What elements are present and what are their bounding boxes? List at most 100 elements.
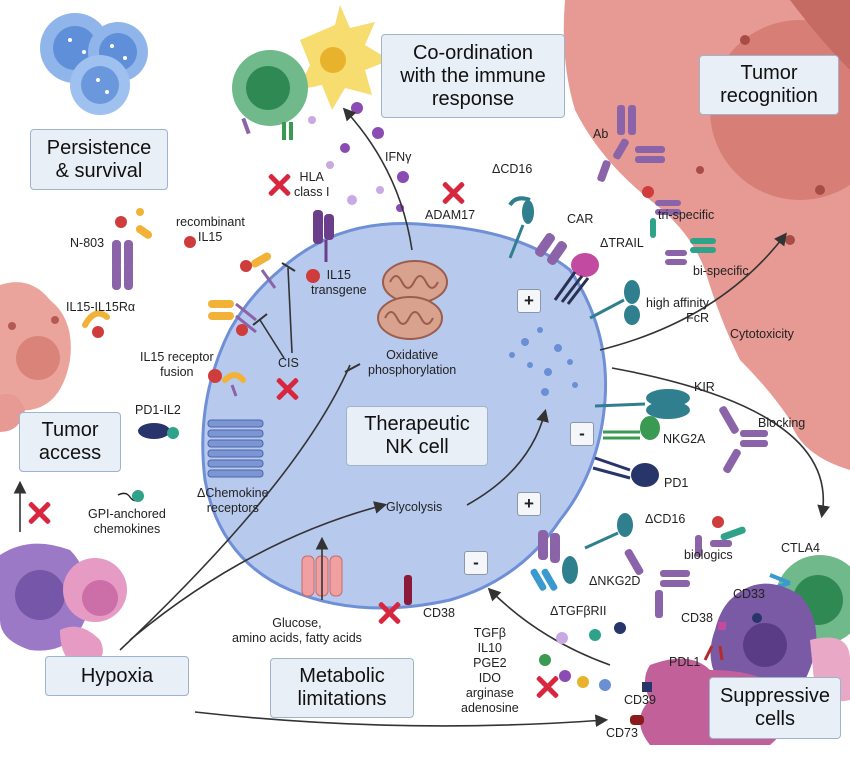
cytokine-constructs-left xyxy=(82,208,246,502)
label-cd38-cell: CD38 xyxy=(423,606,455,620)
label-pdl1: PDL1 xyxy=(669,655,701,669)
label-dtgfbrii: ΔTGFβRII xyxy=(550,604,607,618)
box-coordination-line2: with the immune xyxy=(400,64,546,87)
box-coordination: Co-ordination with the immune response xyxy=(381,34,565,118)
label-cd39: CD39 xyxy=(624,693,656,707)
label-kir: KIR xyxy=(694,380,715,394)
label-factor-il10: IL10 xyxy=(477,641,503,655)
label-il15-receptor-fusion: IL15 receptor fusion xyxy=(140,350,214,380)
label-cd73: CD73 xyxy=(606,726,638,740)
box-tumor-recognition-line1: Tumor xyxy=(740,62,798,84)
minus-sign-mid: - xyxy=(570,422,594,446)
cytotoxic-granules xyxy=(509,327,578,396)
box-persistence-line2: & survival xyxy=(55,159,143,182)
label-hla-line2: class I xyxy=(294,185,330,199)
receptors-right xyxy=(530,389,768,618)
label-il15t-line2: transgene xyxy=(311,283,367,297)
label-chemokine-line1: ΔChemokine xyxy=(197,486,269,500)
label-pd1-il2: PD1-IL2 xyxy=(135,403,181,417)
label-high-affinity-fcr: high affinity FcR xyxy=(646,296,709,326)
label-fcr-line2: FcR xyxy=(686,311,710,325)
mitochondria xyxy=(377,260,448,340)
label-glycolysis: Glycolysis xyxy=(386,500,443,514)
label-dtrail: ΔTRAIL xyxy=(600,236,644,250)
cd38-marker xyxy=(404,575,412,605)
label-dnkg2d: ΔNKG2D xyxy=(589,574,641,588)
label-dcd16-top: ΔCD16 xyxy=(492,162,533,176)
label-pd1: PD1 xyxy=(664,476,689,490)
chemokine-receptor xyxy=(207,419,264,478)
label-factor-arginase: arginase xyxy=(465,686,514,700)
plus-sign-top: + xyxy=(517,289,541,313)
x-mark-tumor-access xyxy=(26,500,52,526)
box-therapeutic-nk: Therapeutic NK cell xyxy=(346,406,488,466)
label-cd33: CD33 xyxy=(733,587,765,601)
x-mark-suppressive xyxy=(534,674,560,700)
label-biologics: biologics xyxy=(684,548,733,562)
arrows xyxy=(13,107,830,728)
box-therapeutic-line2: NK cell xyxy=(385,436,449,458)
immune-cells-top xyxy=(232,5,390,140)
label-blocking: Blocking xyxy=(758,416,806,430)
label-glucose-line1: Glucose, xyxy=(272,616,322,630)
box-suppressive: Suppressive cells xyxy=(709,677,841,739)
label-recombinant-line1: recombinant xyxy=(176,215,245,229)
label-tri-specific: tri-specific xyxy=(658,208,715,222)
label-n803: N-803 xyxy=(70,236,105,250)
x-mark-adam17 xyxy=(440,180,466,206)
label-suppressive-factors: TGFβ IL10 PGE2 IDO arginase adenosine xyxy=(461,626,519,716)
plus-sign-bottom: + xyxy=(517,492,541,516)
box-hypoxia: Hypoxia xyxy=(45,656,189,696)
tumor-cells-left xyxy=(0,282,71,432)
tumor-access-cells xyxy=(0,543,127,668)
box-metabolic-line1: Metabolic xyxy=(299,665,385,687)
label-gpi-chemokines: GPI-anchored chemokines xyxy=(88,507,166,537)
label-factor-pge2: PGE2 xyxy=(473,656,507,670)
il15-receptor-fusions xyxy=(208,252,277,336)
label-fcr-line1: high affinity xyxy=(646,296,710,310)
persistence-cells xyxy=(40,13,148,115)
label-cis: CIS xyxy=(278,356,299,370)
box-tumor-access: Tumor access xyxy=(19,412,121,472)
label-car: CAR xyxy=(567,212,594,226)
label-gpi-line2: chemokines xyxy=(93,522,161,536)
label-factor-tgfb: TGFβ xyxy=(473,626,506,640)
box-persistence: Persistence & survival xyxy=(30,129,168,190)
box-suppressive-line2: cells xyxy=(754,708,795,730)
label-factor-ido: IDO xyxy=(478,671,501,685)
box-metabolic-line2: limitations xyxy=(297,688,387,710)
box-coordination-line1: Co-ordination xyxy=(412,41,534,64)
box-tumor-access-line2: access xyxy=(38,442,102,464)
label-il15t-line1: IL15 xyxy=(326,268,351,282)
label-glucose-line2: amino acids, fatty acids xyxy=(232,631,362,645)
hla-class-i xyxy=(306,210,334,283)
suppressive-factor-dots xyxy=(539,622,626,691)
label-factor-adenosine: adenosine xyxy=(461,701,519,715)
label-adam17: ADAM17 xyxy=(425,208,476,222)
label-recombinant-il15: recombinant IL15 xyxy=(176,215,245,245)
label-chemokine-receptors: ΔChemokine receptors xyxy=(197,486,269,516)
label-cytotoxicity: Cytotoxicity xyxy=(730,327,794,341)
x-mark-cis xyxy=(274,376,300,402)
label-oxphos-line2: phosphorylation xyxy=(368,363,457,377)
box-hypoxia-text: Hypoxia xyxy=(80,664,154,687)
label-bi-specific: bi-specific xyxy=(693,264,749,278)
label-hla-line1: HLA xyxy=(299,170,324,184)
box-tumor-recognition: Tumor recognition xyxy=(699,55,839,115)
label-il15-il15ra: IL15-IL15Rα xyxy=(66,300,136,314)
label-oxphos-line1: Oxidative xyxy=(386,348,439,362)
label-oxidative-phosphorylation: Oxidative phosphorylation xyxy=(368,348,456,378)
x-mark-hla xyxy=(266,172,292,198)
label-il15rf-line2: fusion xyxy=(160,365,194,379)
label-dcd16-bottom: ΔCD16 xyxy=(645,512,686,526)
label-il15rf-line1: IL15 receptor xyxy=(140,350,214,364)
label-recombinant-line2: IL15 xyxy=(198,230,223,244)
label-il15-transgene: IL15 transgene xyxy=(311,268,367,298)
box-suppressive-line1: Suppressive xyxy=(719,685,831,707)
receptors-top-right xyxy=(508,196,640,325)
label-cd38-right: CD38 xyxy=(681,611,713,625)
box-metabolic: Metabolic limitations xyxy=(270,658,414,718)
label-ifng: IFNγ xyxy=(385,150,412,164)
x-mark-cd38 xyxy=(376,600,402,626)
